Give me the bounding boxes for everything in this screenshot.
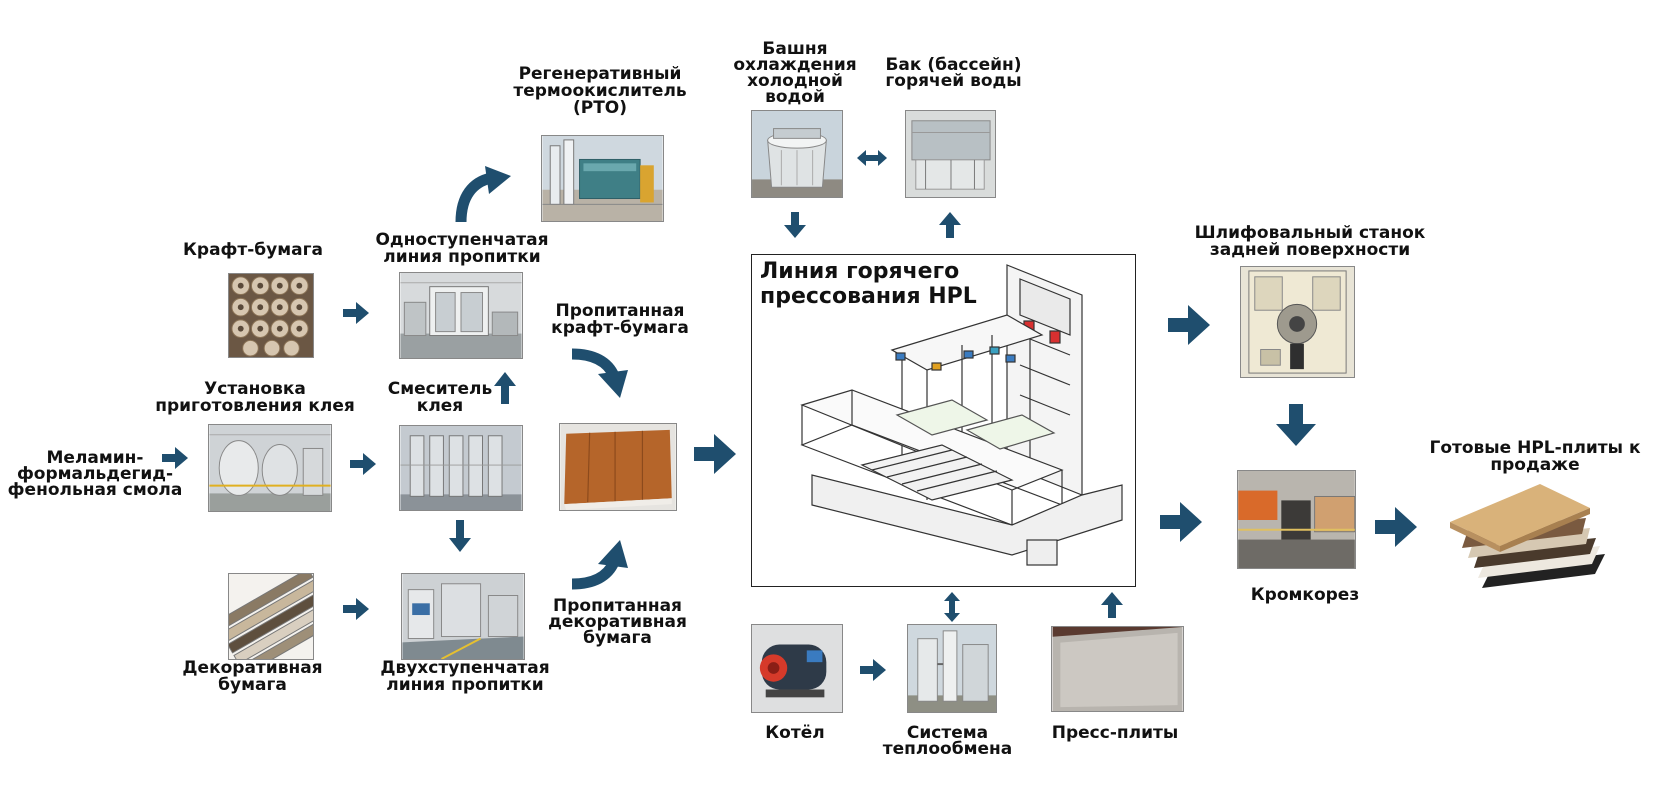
arrow-tank-up bbox=[939, 212, 961, 238]
back-sander-label: Шлифовальный станок задней поверхности bbox=[1194, 223, 1426, 260]
arrow-mixer-up bbox=[494, 372, 516, 404]
arrow-plates-up bbox=[1101, 592, 1123, 618]
arrow-mixer-down bbox=[449, 520, 471, 552]
hot-water-tank-photo-icon bbox=[905, 110, 996, 198]
arrow-cooling-tank-bidirectional bbox=[857, 150, 887, 166]
two-stage-line-photo-icon bbox=[401, 573, 525, 660]
cooling-tower-photo-icon bbox=[751, 110, 843, 198]
sanding-machine-photo-icon bbox=[1240, 266, 1355, 378]
arrow-cooling-down bbox=[784, 212, 806, 238]
edge-trimmer-photo-icon bbox=[1237, 470, 1356, 569]
arrow-heat-press-bidirectional bbox=[944, 592, 960, 622]
heat-exchange-photo-icon bbox=[907, 624, 997, 713]
boiler-photo-icon bbox=[751, 624, 843, 713]
heat-exchange-label: Система теплообмена bbox=[882, 723, 1013, 759]
impregnated-decor-label: Пропитанная декоративная бумага bbox=[548, 596, 687, 648]
cooling-tower-label: Башня охлаждения холодной водой bbox=[733, 39, 857, 107]
arrow-resin-to-glue bbox=[162, 447, 188, 469]
hot-press-machine-drawing-icon bbox=[792, 255, 1132, 585]
arrow-curve-decor-up bbox=[572, 540, 628, 592]
press-plates-label: Пресс-плиты bbox=[1051, 723, 1179, 743]
decor-paper-label: Декоративная бумага bbox=[182, 658, 323, 695]
single-stage-line-label: Одноступенчатая линия пропитки bbox=[375, 230, 549, 267]
arrow-press-to-sander bbox=[1168, 305, 1210, 345]
impregnated-sheet-photo-icon bbox=[559, 423, 677, 511]
arrow-press-to-trimmer bbox=[1160, 502, 1202, 542]
two-stage-line-label: Двухступенчатая линия пропитки bbox=[380, 658, 550, 695]
finished-boards-label: Готовые HPL-плиты к продаже bbox=[1429, 438, 1641, 475]
arrow-sheet-to-press bbox=[694, 434, 736, 474]
arrow-boiler-to-heat bbox=[860, 659, 886, 681]
rto-label: Регенеративный термоокислитель (РТО) bbox=[513, 64, 687, 118]
kraft-paper-label: Крафт-бумага bbox=[183, 240, 323, 260]
arrow-trimmer-to-finished bbox=[1375, 507, 1417, 547]
impregnation-line-photo-icon bbox=[399, 272, 523, 359]
hot-water-tank-label: Бак (бассейн) горячей воды bbox=[885, 55, 1022, 91]
kraft-paper-rolls-photo-icon bbox=[228, 273, 314, 358]
boiler-label: Котёл bbox=[765, 723, 825, 743]
decor-paper-rolls-photo-icon bbox=[228, 573, 314, 660]
impregnated-kraft-label: Пропитанная крафт-бумага bbox=[551, 301, 689, 338]
rto-photo-icon bbox=[541, 135, 664, 222]
arrow-glue-to-mixer bbox=[350, 453, 376, 475]
press-plate-photo-icon bbox=[1051, 626, 1184, 712]
glue-mixer-label: Смеситель клея bbox=[387, 379, 493, 416]
resin-label: Меламин- формальдегид- фенольная смола bbox=[7, 448, 183, 500]
arrow-sander-to-trimmer bbox=[1276, 404, 1316, 446]
glue-plant-photo-icon bbox=[208, 424, 332, 512]
arrow-decor-to-line bbox=[343, 598, 369, 620]
hpl-boards-stack-photo-icon bbox=[1440, 480, 1615, 590]
edge-trimmer-label: Кромкорез bbox=[1250, 585, 1360, 605]
hot-press-line-label: Линия горячего прессования HPL bbox=[760, 259, 977, 309]
arrow-curve-kraft-down bbox=[572, 346, 628, 398]
arrow-curve-to-rto bbox=[455, 166, 511, 224]
glue-prep-label: Установка приготовления клея bbox=[155, 379, 355, 416]
hot-press-line-box: Линия горячего прессования HPL bbox=[751, 254, 1136, 587]
arrow-kraft-to-line bbox=[343, 302, 369, 324]
glue-mixer-photo-icon bbox=[399, 425, 523, 511]
